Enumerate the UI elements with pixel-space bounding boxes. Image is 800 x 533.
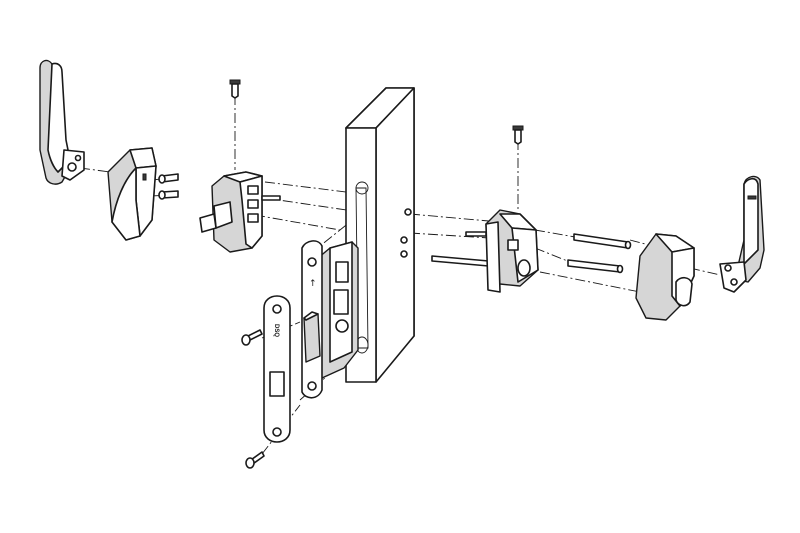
strike-screw-upper [241,329,263,346]
right-pin-upper [573,233,632,250]
right-cover [635,233,695,321]
faceplate: ↑ [301,240,323,399]
strike-screw-lower [245,451,265,469]
right-handle [719,175,765,293]
top-screw-right [512,125,524,145]
left-mechanism [199,171,281,253]
left-handle [39,59,85,185]
mortise-lock-body [315,241,359,379]
left-screw-lower [158,190,179,200]
up-arrow-mark: ↑ [309,279,317,289]
right-pin-lower [567,259,624,274]
left-cover [107,147,157,241]
strike-plate: DSQ [263,295,291,443]
left-screw-upper [158,173,179,184]
door-block [345,87,415,383]
top-screw-left [229,79,241,99]
right-mechanism [465,209,539,293]
strike-plate-brand-mark: DSQ [273,324,279,337]
